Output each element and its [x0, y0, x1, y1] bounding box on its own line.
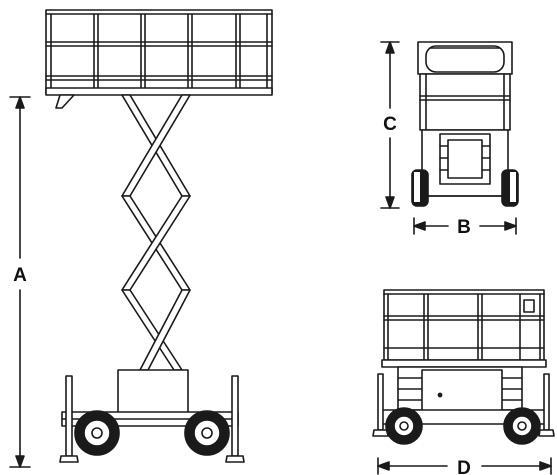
- outriggers: [59, 375, 245, 463]
- wheels: [74, 410, 230, 456]
- dimension-b: B: [413, 217, 517, 238]
- platform-railing: [45, 9, 273, 94]
- side-view-raised: [45, 9, 273, 463]
- dimension-c: C: [380, 41, 400, 209]
- front-view-stowed: [411, 41, 519, 207]
- dimension-c-label: C: [383, 114, 397, 135]
- side-view-stowed: [372, 289, 555, 445]
- dimension-a: A: [9, 96, 31, 468]
- dimension-d: D: [377, 457, 552, 475]
- scissor-stack: [121, 94, 191, 371]
- dimension-a-label: A: [13, 265, 27, 286]
- dimension-b-label: B: [457, 217, 471, 238]
- dimension-d-label: D: [457, 458, 471, 475]
- platform-deck: [45, 87, 273, 109]
